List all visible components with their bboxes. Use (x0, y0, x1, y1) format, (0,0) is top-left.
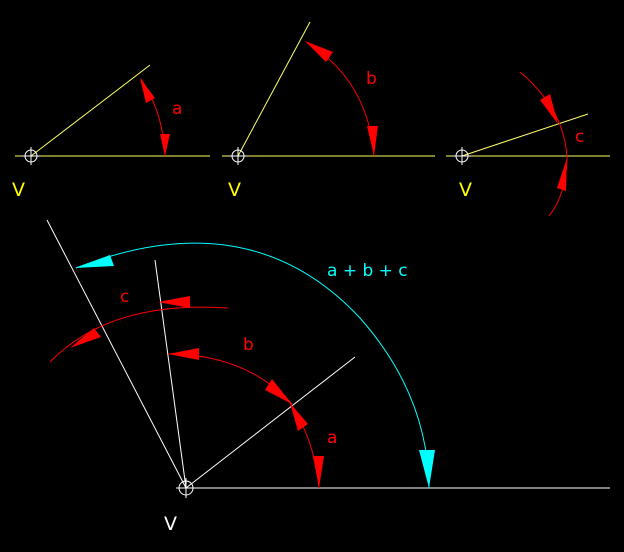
panel-c-arc (519, 71, 568, 217)
combined-label-sum: a + b + c (327, 261, 408, 281)
combined-ray-b (154, 259, 187, 489)
combined-arc-b-arrowhead-left (168, 348, 199, 360)
panel-b-vertex-symbol (229, 147, 247, 165)
panel-c-angle-label: c (575, 127, 584, 147)
panel-a-vertex-label: V (12, 179, 25, 201)
combined-label-b: b (243, 335, 254, 355)
panel-c-arrowhead-top (540, 94, 558, 124)
combined-arc-c (49, 306, 229, 363)
panel-b: b V (222, 21, 435, 201)
combined-ray-a (185, 356, 356, 489)
panel-b-vertex-label: V (228, 179, 241, 201)
panel-b-ray (237, 21, 311, 157)
combined-arc-c-arrowhead-right (158, 296, 190, 308)
panel-c: c V (446, 71, 610, 217)
combined-arc-b (167, 353, 293, 405)
panel-c-arrowhead-bottom (557, 158, 567, 191)
panel-b-arc (305, 41, 375, 157)
combined-vertex-symbol (176, 478, 196, 498)
combined-arc-a-arrowhead-bottom (313, 456, 324, 488)
panel-a-ray (30, 64, 151, 157)
panel-c-vertex-label: V (459, 179, 472, 201)
panel-a: a V (12, 64, 210, 201)
combined-label-c: c (120, 287, 129, 307)
combined-arc-sum (75, 242, 430, 489)
combined-vertex-label: V (164, 513, 177, 535)
panel-c-vertex-symbol (453, 147, 471, 165)
combined-arc-a-arrowhead-top (290, 403, 308, 431)
panel-a-arrowhead-bottom (160, 134, 170, 156)
panel-b-angle-label: b (366, 69, 377, 89)
combined-arc-b-arrowhead-right (265, 379, 292, 404)
panel-a-vertex-symbol (22, 147, 40, 165)
panel-b-arrowhead-bottom (367, 126, 378, 156)
combined-arc-c-arrowhead-left (70, 328, 101, 348)
combined-arc-sum-arrowhead-bottom (419, 450, 435, 488)
panel-b-arrowhead-top (305, 41, 333, 62)
panel-a-angle-label: a (172, 99, 182, 119)
panel-a-arrowhead-top (140, 78, 155, 103)
combined-diagram: a b c a + b + c V (46, 219, 610, 535)
combined-ray-c (46, 219, 187, 489)
combined-label-a: a (327, 428, 337, 448)
panel-c-ray (461, 113, 589, 157)
combined-arc-sum-arrowhead-top (75, 255, 114, 268)
